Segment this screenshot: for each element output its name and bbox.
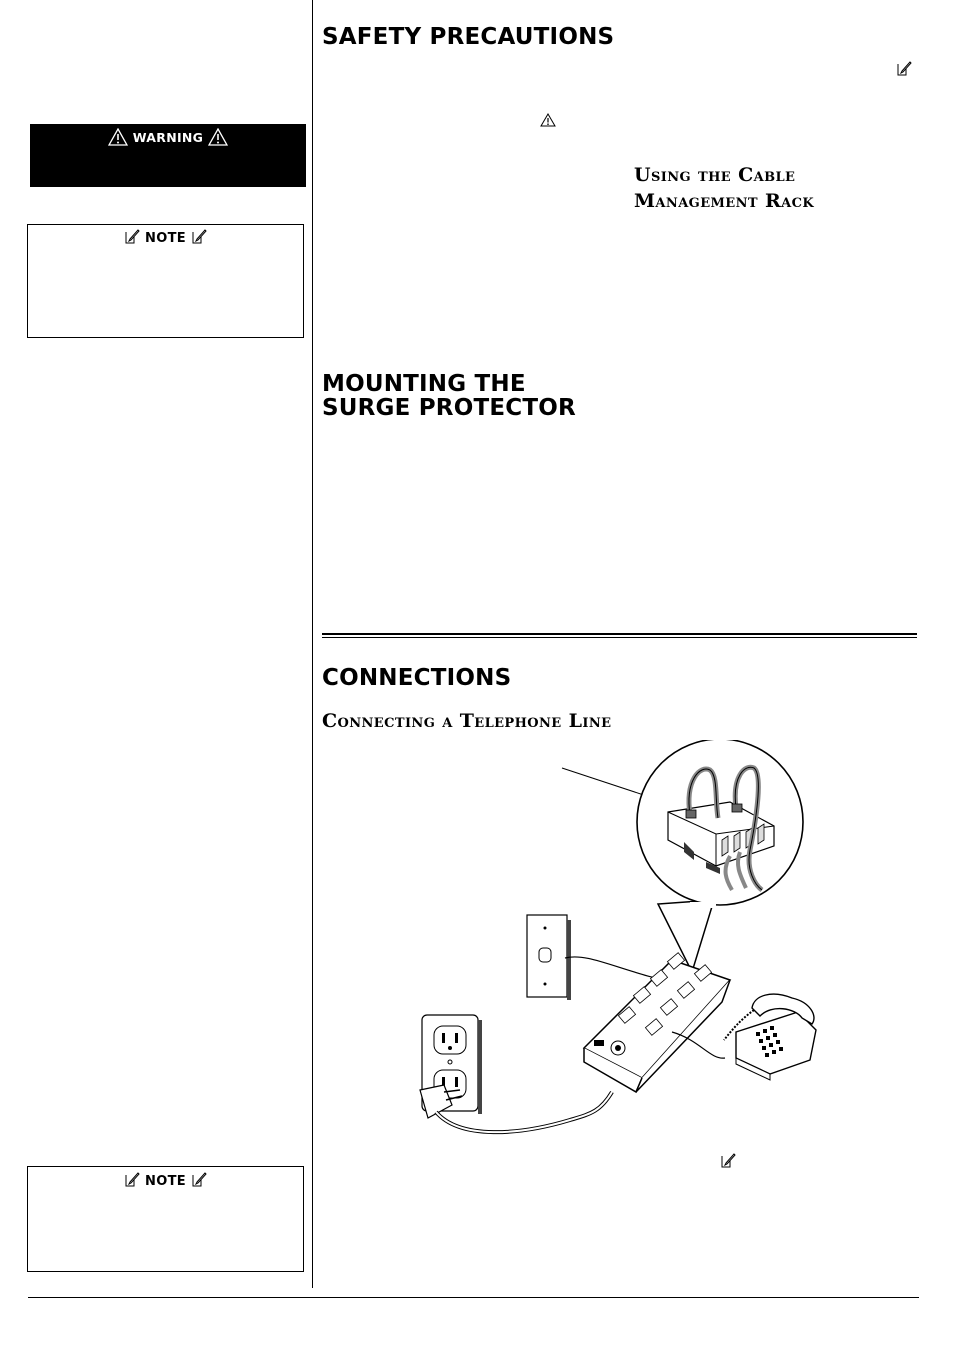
warning-triangle-icon <box>207 127 229 146</box>
note-pencil-icon <box>720 1152 736 1168</box>
warning-triangle-icon <box>540 113 556 127</box>
warning-label: WARNING <box>132 130 204 145</box>
note-pencil-icon <box>125 229 140 244</box>
note-pencil-icon <box>192 229 207 244</box>
cable-rack-heading: Using the Cable Management Rack <box>634 162 814 214</box>
note-box: NOTE <box>27 224 304 338</box>
note-label: NOTE <box>145 1174 186 1189</box>
connections-title: CONNECTIONS <box>322 665 512 691</box>
warning-heading: WARNING <box>30 127 306 146</box>
note-pencil-icon <box>896 60 912 76</box>
wall-phone-jack <box>526 914 571 1000</box>
section-double-rule <box>322 633 917 638</box>
footer-rule <box>28 1297 919 1298</box>
note-label: NOTE <box>145 231 186 246</box>
warning-triangle-icon <box>107 127 129 146</box>
phone-cord <box>671 1031 726 1059</box>
note-pencil-icon <box>192 1172 207 1187</box>
note-pencil-icon <box>125 1172 140 1187</box>
mounting-title-line2: SURGE PROTECTOR <box>322 395 576 421</box>
note-heading: NOTE <box>28 1171 303 1189</box>
connection-illustration <box>419 740 817 1135</box>
safety-precautions-title: SAFETY PRECAUTIONS <box>322 24 615 50</box>
note-heading: NOTE <box>28 228 303 246</box>
telephone-heading: Connecting a Telephone Line <box>322 710 612 732</box>
cable-rack-heading-line2: Management Rack <box>634 190 815 212</box>
surge-protector <box>582 952 732 1094</box>
cable-rack-heading-line1: Using the Cable <box>634 164 796 186</box>
column-divider <box>312 0 313 1288</box>
mounting-title-line1: MOUNTING THE <box>322 371 526 397</box>
telephone <box>723 993 817 1081</box>
power-plug <box>419 1084 453 1119</box>
magnified-detail <box>636 740 804 975</box>
mounting-title: MOUNTING THE SURGE PROTECTOR <box>322 372 576 420</box>
warning-box: WARNING <box>30 124 306 187</box>
note-box: NOTE <box>27 1166 304 1272</box>
